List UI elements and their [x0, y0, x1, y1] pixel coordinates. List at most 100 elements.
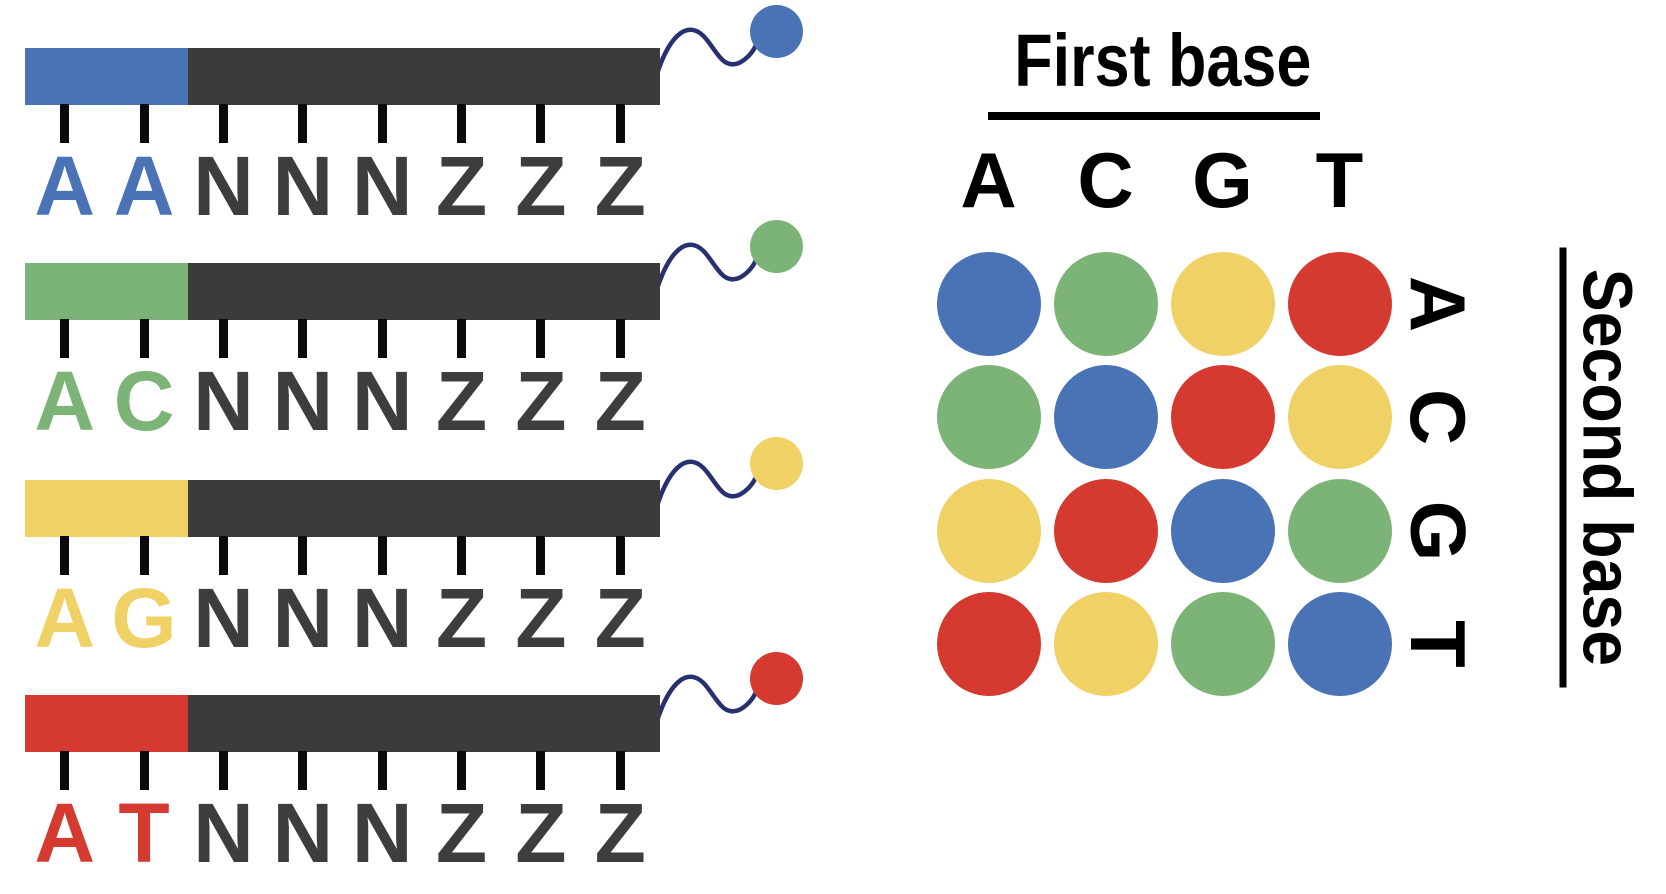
- probe-body-segment: [188, 48, 660, 105]
- linker-squiggle: [650, 655, 760, 738]
- probe-bar: [25, 48, 660, 105]
- tick-mark: [298, 319, 308, 358]
- tick-mark: [60, 536, 70, 575]
- base-letter: Z: [435, 571, 488, 665]
- tick-mark: [298, 104, 308, 143]
- tick-cell: [104, 104, 183, 143]
- base-letter: G: [111, 571, 177, 665]
- probe-bar: [25, 480, 660, 537]
- first-base-title: First base: [988, 24, 1320, 120]
- tick-mark: [139, 104, 149, 143]
- tick-cell: [581, 104, 660, 143]
- tick-mark: [377, 751, 387, 790]
- tick-cell: [422, 319, 501, 358]
- tick-mark: [615, 319, 625, 358]
- tick-cell: [263, 751, 342, 790]
- base-letter: A: [34, 786, 96, 880]
- tick-mark: [615, 751, 625, 790]
- row-header-cell: T: [1394, 588, 1482, 702]
- matrix-circle-r3c0-red: [936, 592, 1041, 697]
- tick-cell: [104, 536, 183, 575]
- row-header-G: G: [1393, 500, 1482, 562]
- matrix-circle-r0c3-red: [1287, 251, 1392, 356]
- base-ticks: [25, 104, 660, 143]
- base-letter: A: [113, 139, 175, 233]
- tick-mark: [536, 751, 546, 790]
- tick-cell: [343, 536, 422, 575]
- matrix-circle-r0c0-blue: [936, 251, 1041, 356]
- base-letter: Z: [594, 139, 646, 233]
- tick-cell: [581, 536, 660, 575]
- tick-mark: [60, 104, 70, 143]
- tick-mark: [377, 104, 387, 143]
- matrix-circle-r0c1-green: [1053, 251, 1158, 356]
- matrix-circle-r3c1-yellow: [1053, 592, 1158, 697]
- tick-mark: [457, 104, 467, 143]
- base-letter: Z: [515, 786, 567, 880]
- tick-cell: [25, 536, 104, 575]
- base-letter: N: [193, 571, 254, 665]
- tick-mark: [218, 536, 228, 575]
- linker-squiggle: [650, 440, 760, 523]
- tick-cell: [184, 319, 263, 358]
- row-header-cell: A: [1394, 247, 1482, 361]
- tick-mark: [298, 751, 308, 790]
- base-letter: N: [193, 139, 254, 233]
- color-matrix-grid: [930, 247, 1398, 701]
- base-letter: Z: [435, 786, 488, 880]
- matrix-circle-r1c3-yellow: [1287, 365, 1392, 470]
- tick-cell: [25, 751, 104, 790]
- tick-cell: [422, 751, 501, 790]
- probe-bar: [25, 263, 660, 320]
- tick-mark: [218, 319, 228, 358]
- base-letter: Z: [515, 571, 567, 665]
- tick-cell: [501, 751, 580, 790]
- tick-mark: [457, 751, 467, 790]
- row-header-cell: G: [1393, 474, 1482, 588]
- base-letter: Z: [435, 354, 488, 448]
- dye-label-segment: [25, 695, 188, 752]
- base-letter: N: [272, 354, 334, 448]
- matrix-circle-r2c1-red: [1053, 478, 1158, 583]
- tick-cell: [184, 104, 263, 143]
- dye-circle-green: [750, 220, 803, 273]
- tick-mark: [457, 536, 467, 575]
- linker-squiggle: [650, 8, 760, 91]
- row-header-cell: C: [1394, 361, 1482, 475]
- base-letter: N: [351, 139, 413, 233]
- column-header-T: T: [1315, 136, 1364, 224]
- base-letter: Z: [594, 571, 646, 665]
- base-letter: Z: [435, 139, 488, 233]
- tick-mark: [60, 319, 70, 358]
- second-base-title: Second base: [1559, 247, 1647, 688]
- tick-cell: [501, 104, 580, 143]
- base-letter: N: [351, 786, 413, 880]
- probe-bar: [25, 695, 660, 752]
- matrix-circle-r3c2-green: [1170, 592, 1275, 697]
- tick-mark: [377, 319, 387, 358]
- base-letter: Z: [594, 786, 646, 880]
- matrix-circle-r1c1-blue: [1053, 365, 1158, 470]
- tick-mark: [615, 536, 625, 575]
- base-letter: N: [351, 354, 413, 448]
- base-letter: N: [193, 354, 254, 448]
- base-letter: Z: [515, 354, 567, 448]
- probe-body-segment: [188, 480, 660, 537]
- tick-cell: [104, 319, 183, 358]
- tick-cell: [581, 751, 660, 790]
- column-header-C: C: [1077, 136, 1134, 224]
- base-letter: N: [272, 571, 334, 665]
- dye-label-segment: [25, 263, 188, 320]
- base-letter: A: [34, 571, 96, 665]
- matrix-circle-r2c3-green: [1287, 478, 1392, 583]
- base-letter: Z: [515, 139, 567, 233]
- tick-mark: [457, 319, 467, 358]
- tick-mark: [536, 536, 546, 575]
- second-base-title-text: Second base: [1568, 268, 1647, 667]
- tick-cell: [184, 751, 263, 790]
